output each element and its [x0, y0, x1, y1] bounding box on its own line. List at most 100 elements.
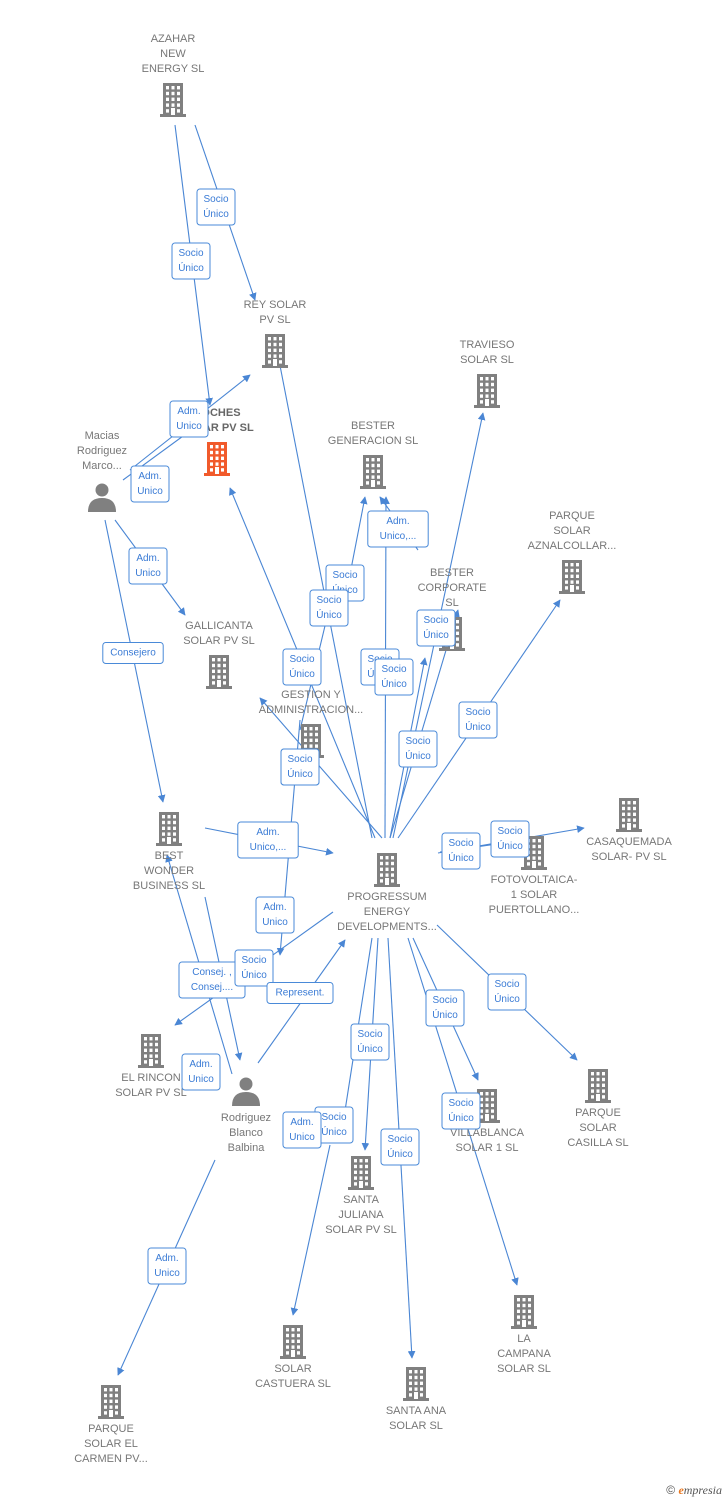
person-icon — [232, 1077, 260, 1106]
edge-label-e33[interactable]: Adm. Unico — [282, 1111, 322, 1149]
edge-label-text: Único — [241, 968, 267, 981]
node-label: SOLAR PV SL — [183, 635, 255, 647]
edge-label-e6[interactable]: Consejero — [102, 642, 164, 664]
node-label: Rodriguez — [221, 1112, 271, 1124]
edge-label-e22[interactable]: Consej. ,Consej.... — [178, 961, 246, 999]
node-label: JULIANA — [338, 1209, 384, 1221]
node-label: DEVELOPMENTS... — [337, 921, 437, 933]
edge-label-box — [398, 730, 438, 768]
node-label: SOLAR SL — [497, 1363, 551, 1375]
edge-label-e21[interactable]: Adm.Unico — [255, 896, 295, 934]
edge-label-e7[interactable]: Adm.Unico,... — [237, 821, 299, 859]
edge-label-e18[interactable]: Adm.Unico,... — [367, 510, 429, 548]
node-label: ENERGY — [364, 906, 411, 918]
edge-label-e4[interactable]: Adm.Unico — [130, 465, 170, 503]
edge-label-text: Unico — [289, 1132, 315, 1143]
edge-label-text: Único — [381, 677, 407, 690]
node-label: PUERTOLLANO... — [489, 904, 580, 916]
edge-label-e25[interactable]: Adm. Unico — [181, 1053, 221, 1091]
node-bai[interactable]: BAIGESTION YADMINISTRACION... — [259, 674, 364, 758]
edge-label-box — [171, 242, 211, 280]
node-macias[interactable]: MaciasRodriguezMarco... — [77, 430, 127, 512]
edge-label-text: Consejero — [110, 648, 156, 659]
edge-label-e3[interactable]: Adm.Unico — [169, 400, 209, 438]
building-icon — [204, 442, 230, 476]
edge-label-e5[interactable]: Adm. Unico — [128, 547, 168, 585]
node-label: GESTION Y — [281, 689, 341, 701]
edge-label-text: Adm. — [290, 1117, 313, 1128]
node-parque_azn[interactable]: PARQUESOLARAZNALCOLLAR... — [528, 510, 617, 594]
edge-label-text: Adm. — [155, 1253, 178, 1264]
building-icon — [138, 1034, 164, 1068]
edge-label-e24[interactable]: Represent. — [266, 982, 334, 1004]
edge-label-box — [350, 1023, 390, 1061]
copyright-symbol: © — [666, 1483, 676, 1497]
node-label: SANTA ANA — [386, 1405, 447, 1417]
node-label: SOLAR PV SL — [325, 1224, 397, 1236]
node-label: TRAVIESO — [460, 339, 515, 351]
edge-label-text: Único — [448, 851, 474, 864]
empresia-brand[interactable]: © empresia — [666, 1483, 722, 1498]
edge-label-box — [147, 1247, 187, 1285]
edge-label-text: Unico — [135, 568, 161, 579]
node-label: SOLAR- PV SL — [591, 851, 666, 863]
edge-label-text: Unico — [262, 917, 288, 928]
node-label: SOLAR EL — [84, 1438, 138, 1450]
building-icon — [474, 1089, 500, 1123]
edge-label-box — [237, 821, 299, 859]
edge-label-text: Socio — [357, 1029, 382, 1040]
edge-label-e32[interactable]: Adm.Unico — [147, 1247, 187, 1285]
edge-label-box — [441, 1092, 481, 1130]
edge-label-text: Adm. — [136, 553, 159, 564]
node-progressum[interactable]: PROGRESSUMENERGYDEVELOPMENTS... — [337, 853, 437, 933]
node-label: EL RINCON — [121, 1072, 181, 1084]
edge-label-box — [255, 896, 295, 934]
edge-label-text: Consej. , — [192, 967, 231, 978]
edge-label-text: Adm. — [177, 406, 200, 417]
node-casaquemada[interactable]: CASAQUEMADA SOLAR- PV SL — [586, 798, 672, 863]
edge-label-text: Adm. — [189, 1059, 212, 1070]
building-icon — [156, 812, 182, 846]
edge-label-text: Socio — [432, 995, 457, 1006]
edge-label-text: Unico — [188, 1074, 214, 1085]
node-label: CASAQUEMADA — [586, 836, 672, 848]
edge-label-text: Socio — [381, 664, 406, 675]
edge-label-text: Adm. — [256, 827, 279, 838]
node-label: CASILLA SL — [567, 1137, 628, 1149]
node-label: AZAHAR — [151, 33, 196, 45]
edge-label-text: Único — [321, 1125, 347, 1138]
